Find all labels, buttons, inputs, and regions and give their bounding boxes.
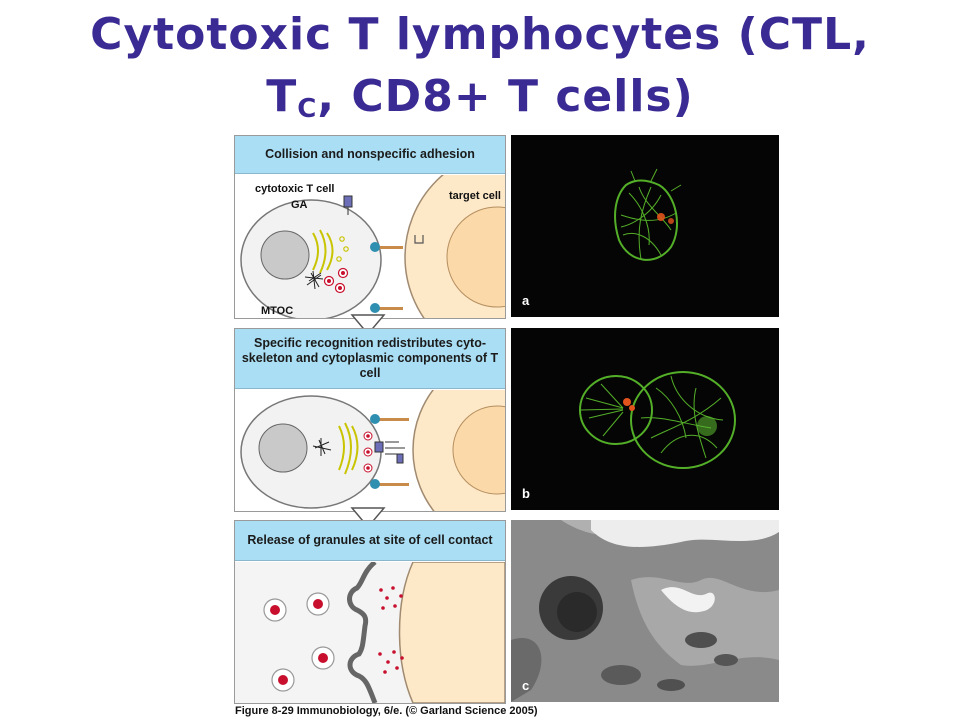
title-line-2: TC, CD8+ T cells) bbox=[0, 66, 960, 140]
diagram-panel-1: Collision and nonspecific adhesion bbox=[234, 135, 506, 319]
target-cell-label: target cell bbox=[449, 190, 501, 202]
t-cell-membrane bbox=[347, 562, 378, 703]
title-line-1: Cytotoxic T lymphocytes (CTL, bbox=[90, 9, 870, 60]
fluorescent-conjugate-image bbox=[579, 371, 736, 469]
micrograph-b: b bbox=[511, 328, 779, 510]
down-arrow-icon bbox=[350, 507, 386, 529]
micrograph-b-label: b bbox=[522, 486, 530, 501]
title-t: T bbox=[266, 71, 298, 122]
slide-title: Cytotoxic T lymphocytes (CTL, TC, CD8+ T… bbox=[0, 4, 960, 140]
t-cell-nucleus bbox=[258, 423, 308, 473]
ga-label: GA bbox=[291, 199, 308, 211]
panel-3-header: Release of granules at site of cell cont… bbox=[235, 521, 505, 561]
target-cell bbox=[398, 562, 505, 703]
mtoc bbox=[312, 438, 332, 456]
panel-1-header: Collision and nonspecific adhesion bbox=[235, 136, 505, 174]
adhesion-receptors bbox=[370, 242, 403, 313]
micrograph-c-label: c bbox=[522, 678, 530, 693]
down-arrow-icon bbox=[350, 314, 386, 336]
t-cell-label: cytotoxic T cell bbox=[255, 183, 334, 195]
granules bbox=[363, 431, 373, 473]
mtoc-label: MTOC bbox=[261, 305, 293, 317]
mtoc bbox=[304, 270, 324, 290]
micrograph-c: c bbox=[511, 520, 779, 702]
figure-caption: Figure 8-29 Immunobiology, 6/e. (© Garla… bbox=[235, 705, 538, 717]
target-nucleus bbox=[452, 405, 505, 495]
title-subscript: C bbox=[297, 94, 318, 124]
adhesion-diagram: cytotoxic T cell GA target cell MTOC bbox=[240, 175, 505, 318]
panel-2-header: Specific recognition redistributes cyto-… bbox=[235, 329, 505, 389]
electron-micrograph-image bbox=[511, 520, 779, 702]
granules bbox=[263, 592, 335, 692]
t-cell-receptor bbox=[343, 195, 353, 215]
granule-release-diagram bbox=[235, 562, 505, 703]
micrograph-a-label: a bbox=[522, 293, 530, 308]
golgi-apparatus bbox=[312, 229, 334, 274]
t-cell-nucleus bbox=[260, 230, 310, 280]
target-nucleus bbox=[446, 206, 505, 308]
fluorescent-cell-image bbox=[614, 168, 682, 261]
golgi-apparatus bbox=[338, 422, 359, 475]
released-granule-contents bbox=[378, 586, 404, 674]
recognition-diagram bbox=[240, 390, 505, 511]
mhc-molecule bbox=[414, 235, 424, 244]
title-rest: , CD8+ T cells) bbox=[317, 71, 694, 122]
receptor-cluster bbox=[370, 414, 409, 489]
t-cell bbox=[240, 199, 382, 318]
diagram-panel-2: Specific recognition redistributes cyto-… bbox=[234, 328, 506, 512]
vesicles bbox=[336, 236, 349, 262]
diagram-panel-3: Release of granules at site of cell cont… bbox=[234, 520, 506, 704]
micrograph-a: a bbox=[511, 135, 779, 317]
granules bbox=[323, 267, 349, 294]
